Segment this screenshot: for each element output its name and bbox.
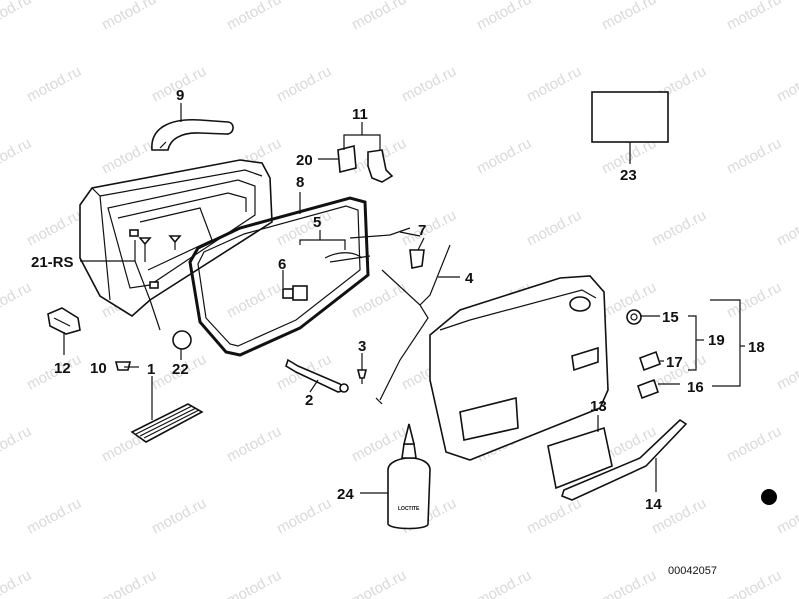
callout-8: 8 xyxy=(296,174,304,191)
part-reflector-13 xyxy=(547,426,613,490)
part-loctite-bottle-24: LOCTITE xyxy=(387,423,431,530)
part-latch-12 xyxy=(47,307,81,335)
watermark-text: motod.ru xyxy=(599,0,659,34)
callout-17: 17 xyxy=(666,354,683,371)
callout-labels: 1 2 3 4 5 6 7 8 9 10 11 12 13 14 15 16 1… xyxy=(31,87,765,513)
black-dot xyxy=(761,489,777,505)
part-pad-16 xyxy=(636,378,660,400)
callout-1: 1 xyxy=(147,361,155,378)
watermark-text: motod.ru xyxy=(274,207,334,250)
leader-lines xyxy=(63,103,745,494)
part-strap xyxy=(324,227,411,263)
watermark-text: motod.ru xyxy=(774,63,799,106)
callout-7: 7 xyxy=(418,222,426,239)
watermark-text: motod.ru xyxy=(474,0,534,34)
part-handle xyxy=(151,118,234,151)
watermark-text: motod.ru xyxy=(24,495,84,538)
part-label-card-23 xyxy=(591,91,669,143)
watermark-text: motod.ru xyxy=(349,279,409,322)
callout-16: 16 xyxy=(687,379,704,396)
callout-2: 2 xyxy=(305,392,313,409)
part-lock-7 xyxy=(409,249,425,269)
part-rod-2 xyxy=(285,358,349,393)
watermark-text: motod.ru xyxy=(724,0,784,34)
callout-3: 3 xyxy=(358,338,366,355)
watermark-text: motod.ru xyxy=(524,63,584,106)
part-pad-17 xyxy=(638,350,662,372)
part-grommet-15 xyxy=(626,309,642,325)
watermark-text: motod.ru xyxy=(724,423,784,466)
callout-5: 5 xyxy=(313,214,321,231)
watermark-text: motod.ru xyxy=(24,63,84,106)
part-bolt-6 xyxy=(282,285,308,301)
callout-6: 6 xyxy=(278,256,286,273)
callout-10: 10 xyxy=(90,360,107,377)
watermark-text: motod.ru xyxy=(0,279,34,322)
part-cable-4 xyxy=(375,231,451,405)
watermark-text: motod.ru xyxy=(224,279,284,322)
watermark-text: motod.ru xyxy=(24,207,84,250)
watermark-text: motod.ru xyxy=(0,0,34,34)
watermark-text: motod.ru xyxy=(724,567,784,599)
part-fasteners-21 xyxy=(138,235,182,262)
callout-21: 21-RS xyxy=(31,254,74,271)
callout-13: 13 xyxy=(590,398,607,415)
watermark-text: motod.ru xyxy=(599,567,659,599)
watermark-text: motod.ru xyxy=(774,351,799,394)
callout-24: 24 xyxy=(337,486,354,503)
part-cap-22 xyxy=(172,330,192,350)
callout-15: 15 xyxy=(662,309,679,326)
watermark-text: motod.ru xyxy=(274,63,334,106)
part-hinge-11 xyxy=(337,144,394,183)
watermark-text: motod.ru xyxy=(724,135,784,178)
watermark-text: motod.ru xyxy=(224,567,284,599)
callout-19: 19 xyxy=(708,332,725,349)
callout-14: 14 xyxy=(645,496,662,513)
watermark-text: motod.ru xyxy=(474,135,534,178)
watermark-text: motod.ru xyxy=(0,567,34,599)
watermark-text: motod.ru xyxy=(774,207,799,250)
watermark-text: motod.ru xyxy=(274,495,334,538)
callout-12: 12 xyxy=(54,360,71,377)
callout-18: 18 xyxy=(748,339,765,356)
diagram-number: 00042057 xyxy=(668,565,717,577)
watermark-text: motod.ru xyxy=(474,567,534,599)
watermark-text: motod.ru xyxy=(649,207,709,250)
watermark-text: motod.ru xyxy=(524,495,584,538)
part-pad-1 xyxy=(130,403,204,443)
callout-9: 9 xyxy=(176,87,184,104)
callout-23: 23 xyxy=(620,167,637,184)
callout-11: 11 xyxy=(352,106,368,123)
bottle-label: LOCTITE xyxy=(398,506,420,512)
callout-4: 4 xyxy=(465,270,474,287)
watermark-text: motod.ru xyxy=(0,423,34,466)
watermark-text: motod.ru xyxy=(399,63,459,106)
watermark-text: motod.ru xyxy=(0,135,34,178)
part-trim-14 xyxy=(561,418,688,501)
callout-22: 22 xyxy=(172,361,189,378)
part-gasket-frame xyxy=(188,196,370,357)
callout-20: 20 xyxy=(296,152,313,169)
part-case-lid xyxy=(429,275,609,461)
watermark-text: motod.ru xyxy=(99,135,159,178)
watermark-text: motod.ru xyxy=(774,495,799,538)
watermark-text: motod.ru xyxy=(349,0,409,34)
watermark-text: motod.ru xyxy=(224,423,284,466)
watermark-text: motod.ru xyxy=(524,207,584,250)
watermark-text: motod.ru xyxy=(99,0,159,34)
watermark-text: motod.ru xyxy=(149,495,209,538)
watermark-text: motod.ru xyxy=(224,0,284,34)
watermark-text: motod.ru xyxy=(99,567,159,599)
part-plug-10 xyxy=(114,361,132,371)
part-screw-3 xyxy=(356,369,368,384)
watermark-text: motod.ru xyxy=(349,567,409,599)
